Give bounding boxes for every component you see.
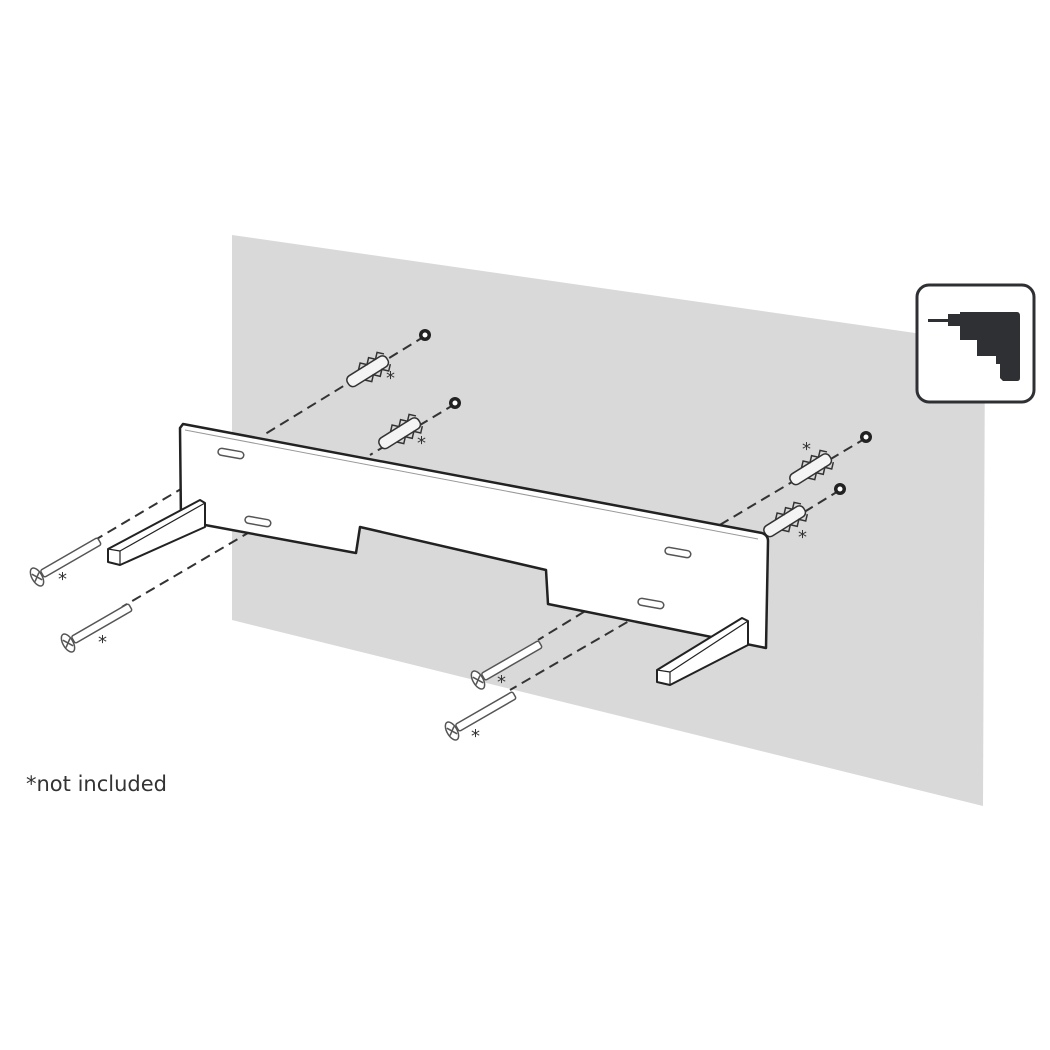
not-included-markers: * * * * * * * * bbox=[58, 368, 811, 747]
asterisk: * bbox=[802, 439, 811, 460]
asterisk: * bbox=[98, 632, 107, 653]
drill-icon bbox=[915, 283, 1036, 404]
bracket-feet bbox=[107, 499, 749, 686]
asterisk: * bbox=[58, 569, 67, 590]
mounting-slots bbox=[217, 447, 692, 610]
asterisk: * bbox=[798, 527, 807, 548]
footnote-not-included: *not included bbox=[26, 772, 167, 796]
asterisk: * bbox=[417, 433, 426, 454]
asterisk: * bbox=[497, 672, 506, 693]
asterisk: * bbox=[386, 368, 395, 389]
mounting-bracket bbox=[178, 422, 770, 650]
wall-anchors bbox=[346, 351, 835, 538]
screws bbox=[29, 537, 543, 741]
asterisk: * bbox=[471, 726, 480, 747]
